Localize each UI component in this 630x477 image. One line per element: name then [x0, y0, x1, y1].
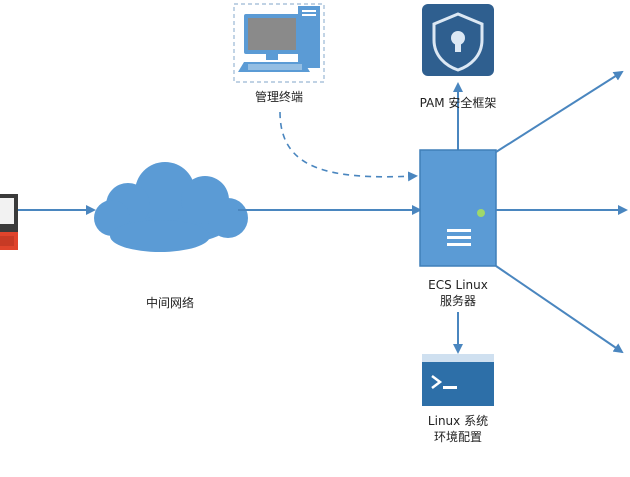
user-computer-icon — [0, 194, 18, 250]
admin-terminal-label: 管理终端 — [254, 90, 303, 104]
env-label-line1: Linux 系统 — [427, 414, 489, 428]
network-label: 中间网络 — [145, 296, 194, 310]
arrow-server-out-bottom — [495, 265, 624, 354]
pam-label: PAM 安全框架 — [419, 96, 497, 110]
arrow-admin-to-server — [279, 111, 418, 182]
arrow-server-out-top — [495, 70, 624, 153]
admin-terminal-icon — [233, 3, 325, 83]
shield-icon — [422, 4, 494, 76]
terminal-icon — [422, 354, 494, 406]
cloud-icon — [94, 162, 248, 252]
server-icon — [419, 149, 497, 267]
server-label-line2: 服务器 — [439, 294, 476, 308]
server-label-line1: ECS Linux — [428, 278, 488, 292]
env-label-line2: 环境配置 — [433, 430, 482, 444]
